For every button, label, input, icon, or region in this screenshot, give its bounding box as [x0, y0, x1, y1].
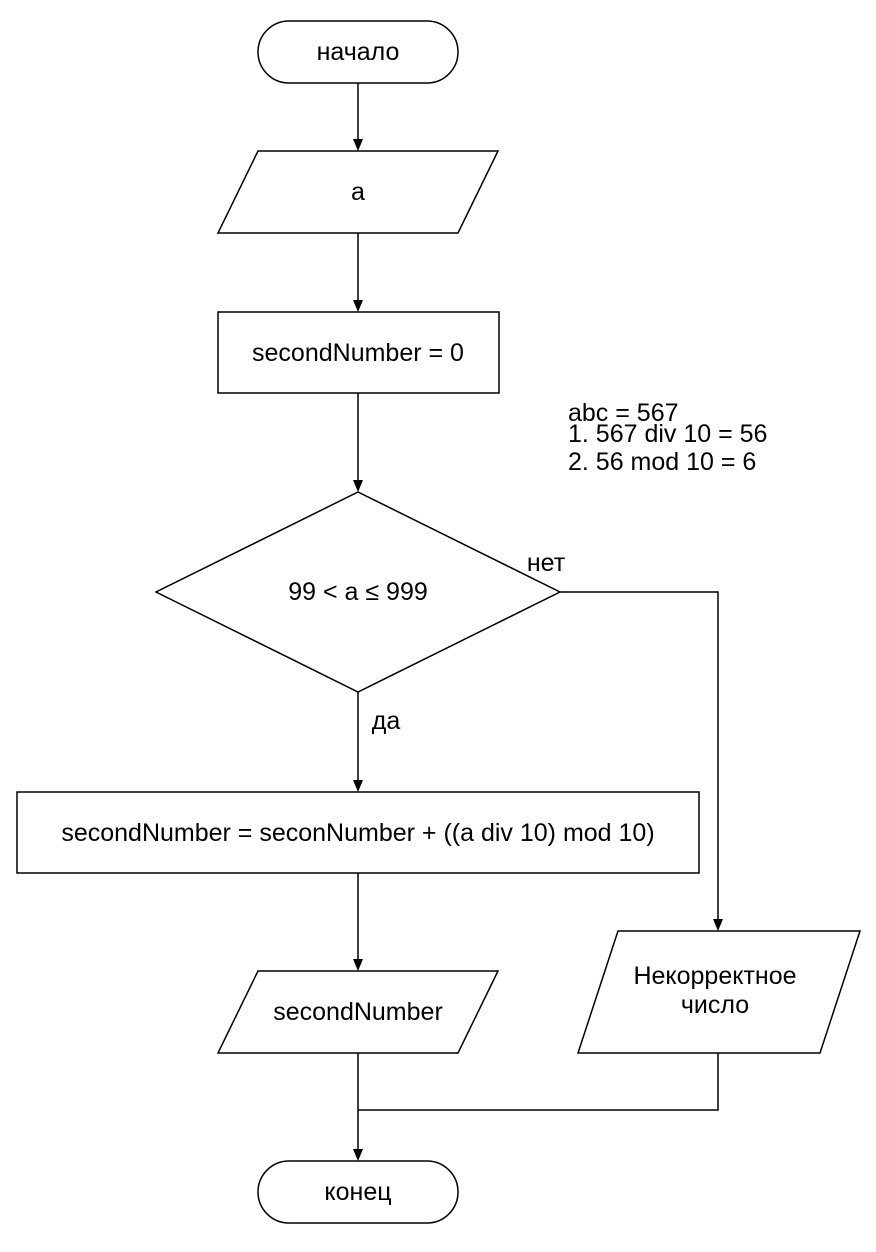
input-node: a [216, 150, 500, 234]
input-label: a [351, 178, 365, 206]
connector-init-condition [353, 393, 363, 492]
output-node: secondNumber [216, 970, 500, 1054]
start-label: начало [317, 38, 400, 66]
connector-start-input [353, 83, 363, 151]
connector-yes-branch [353, 692, 363, 792]
end-label: конец [324, 1178, 391, 1206]
condition-label: 99 < a ≤ 999 [288, 578, 428, 606]
connector-compute-output [353, 873, 363, 971]
end-node: конец [257, 1160, 459, 1224]
compute-node: secondNumber = seconNumber + ((a div 10)… [16, 791, 700, 874]
start-node: начало [257, 20, 459, 84]
connector-input-init [353, 233, 363, 312]
note-line-3: 2. 56 mod 10 = 6 [568, 448, 756, 476]
no-branch-label: нет [527, 549, 566, 577]
connector-no-branch [560, 591, 723, 931]
error-label-line-1: Некорректное [633, 962, 796, 990]
note-line-1: abc = 567 [568, 399, 679, 427]
yes-branch-label: да [372, 707, 401, 735]
error-output-node: Некорректное число [576, 930, 862, 1054]
side-note: abc = 567 1. 567 div 10 = 56 2. 56 mod 1… [568, 399, 767, 476]
init-node: secondNumber = 0 [217, 311, 500, 394]
condition-node: 99 < a ≤ 999 [154, 491, 562, 693]
compute-label: secondNumber = seconNumber + ((a div 10)… [61, 819, 654, 847]
connector-error-merge [358, 1053, 719, 1111]
connector-output-end [353, 1053, 363, 1161]
error-label-line-2: число [681, 991, 749, 1019]
init-label: secondNumber = 0 [252, 339, 464, 367]
note-line-2: 1. 567 div 10 = 56 [568, 420, 767, 448]
output-label: secondNumber [273, 998, 443, 1026]
